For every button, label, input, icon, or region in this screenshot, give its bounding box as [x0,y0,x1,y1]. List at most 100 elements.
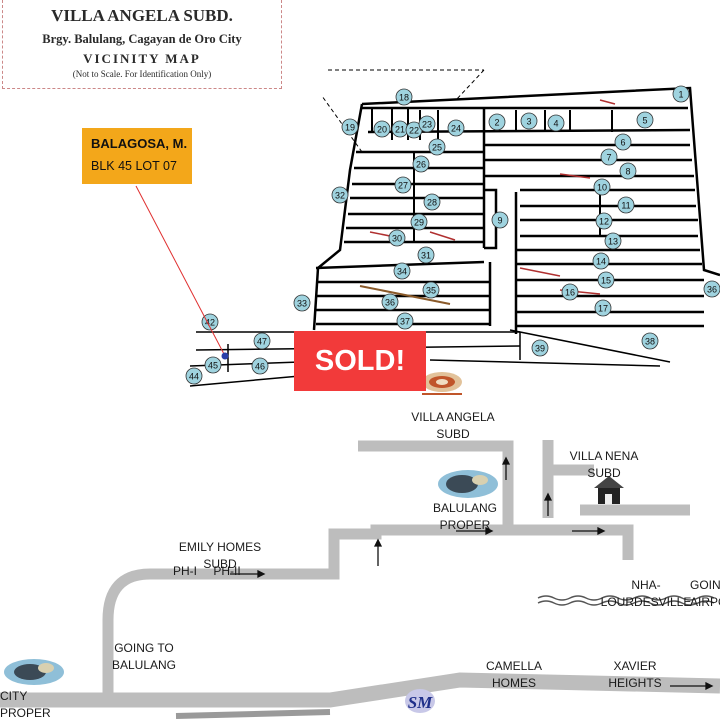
lot-number: 29 [414,218,424,228]
owner-name: BALAGOSA, M. [91,136,188,151]
map-title-box: VILLA ANGELA SUBD. Brgy. Balulang, Cagay… [2,0,282,89]
lot-circle [201,313,219,331]
label-emily-homes: EMILY HOMES SUBD [178,540,262,571]
map-title: VICINITY MAP [83,51,201,66]
lot-circle [253,332,271,350]
lot-circle [293,294,311,312]
label-ph1: PH-I [173,564,197,578]
lot-circle [488,113,506,131]
lot-circle [593,178,611,196]
label-villa-nena: VILLA NENA SUBD [569,449,639,480]
lot-circle [418,115,436,133]
lot-number: 28 [427,198,437,208]
lot-number: 45 [208,361,218,371]
lot-number: 27 [398,181,408,191]
lot-circle [422,281,440,299]
sm-logo-text: SM [408,693,433,712]
lot-number: 6 [620,138,625,148]
lot-number: 11 [621,201,630,211]
lot-number: 16 [565,288,575,298]
lot-circle [561,283,579,301]
lot-circle [373,120,391,138]
lot-45-marker [221,352,229,360]
label-xavier-heights: XAVIER HEIGHTS [608,659,662,690]
lot-number: 44 [189,372,199,382]
lot-number: 31 [421,251,431,261]
lot-circle [395,88,413,106]
scale-note: (Not to Scale. For Identification Only) [72,69,212,79]
lot-number: 17 [598,304,608,314]
lot-number: 34 [397,267,407,277]
lot-number: 32 [335,191,345,201]
lot-number: 26 [416,160,426,170]
lot-circle [641,332,659,350]
lot-circle [447,119,465,137]
lot-circle [614,133,632,151]
lot-number: 46 [255,362,265,372]
lot-number: 35 [426,286,436,296]
leader-line [135,185,225,355]
lot-number: 42 [205,318,215,328]
label-camella-homes: CAMELLA HOMES [485,659,543,690]
lot-circle [547,114,565,132]
lot-number: 33 [297,299,307,309]
lot-circle [341,118,359,136]
label-city-proper: CITY PROPER [0,689,51,720]
lot-number: 25 [432,143,442,153]
lot-circle [491,211,509,229]
lot-number: 30 [392,234,402,244]
lot-circle [388,229,406,247]
lot-number: 14 [596,257,606,267]
lot-number: 1 [678,90,683,100]
lot-number: 4 [553,119,558,129]
lot-circle [672,85,690,103]
lot-circle [520,112,538,130]
lot-circle [394,176,412,194]
lot-circle [703,280,720,298]
river [537,595,715,606]
lot-number: 10 [597,183,607,193]
lot-number: 5 [642,116,647,126]
lot-number: 7 [606,153,611,163]
sm-logo-icon: SM [405,689,435,713]
lot-number: 19 [345,123,355,133]
lot-circle [396,312,414,330]
sold-badge: SOLD! [294,331,426,391]
lot-circle [204,356,222,374]
lot-circle [617,196,635,214]
lot-circle [604,232,622,250]
lot-circle [410,213,428,231]
lot-number: 18 [399,93,409,103]
lot-number: 21 [395,125,405,135]
lot-circle [636,111,654,129]
lot-number: 12 [599,217,609,227]
lot-circle [600,148,618,166]
lot-circle [595,212,613,230]
lot-circle [185,367,203,385]
lot-circle [428,138,446,156]
road-network [0,440,720,719]
target-icon [422,372,462,395]
lot-number: 2 [494,118,499,128]
lot-number: 37 [400,317,410,327]
label-nha-lourdesville: NHA- LOURDESVILLE [600,578,692,609]
label-villa-angela: VILLA ANGELA SUBD [411,410,495,441]
lot-number: 23 [422,120,432,130]
owner-tag: BALAGOSA, M. BLK 45 LOT 07 [82,128,192,184]
house-icon [594,476,624,504]
label-balulang-proper: BALULANG PROPER [432,501,498,532]
lot-number: 22 [409,126,419,136]
lot-number: 36 [707,285,717,295]
lot-circle [331,186,349,204]
lot-circle [412,155,430,173]
lot-circle [251,357,269,375]
lot-number: 3 [526,117,531,127]
subdivision-title: VILLA ANGELA SUBD. [51,6,233,25]
lot-circle [381,293,399,311]
lot-circle [594,299,612,317]
city-proper-landmark-icon [4,659,64,685]
lot-circle [597,271,615,289]
owner-lot: BLK 45 LOT 07 [91,159,177,173]
lot-number: 47 [257,337,267,347]
